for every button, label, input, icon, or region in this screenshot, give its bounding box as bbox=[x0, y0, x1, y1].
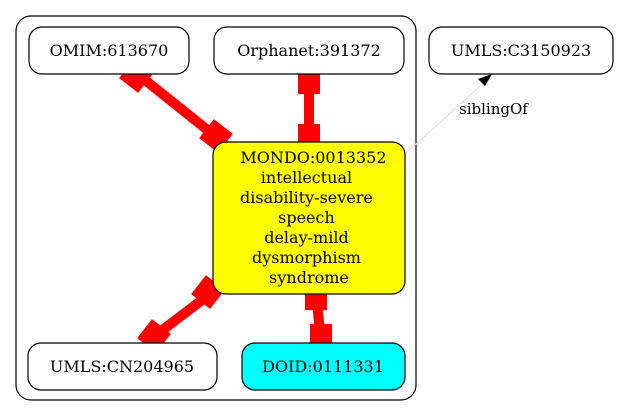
mondo-line-5: delay-mild bbox=[264, 228, 348, 247]
mondo-line-7: syndrome bbox=[269, 268, 349, 287]
node-omim[interactable]: OMIM:613670 bbox=[28, 26, 190, 75]
node-mondo-label: MONDO:0013352 intellectual disability-se… bbox=[240, 148, 392, 287]
node-mondo[interactable]: MONDO:0013352 intellectual disability-se… bbox=[212, 141, 406, 295]
edge-orphanet-mondo bbox=[298, 68, 320, 150]
mondo-line-3: disability-severe bbox=[240, 188, 373, 207]
node-umls-cn204965-label: UMLS:CN204965 bbox=[50, 357, 194, 376]
edge-mondo-umls-cn204965 bbox=[137, 275, 225, 353]
node-umls-c3150923[interactable]: UMLS:C3150923 bbox=[428, 26, 614, 75]
node-umls-cn204965[interactable]: UMLS:CN204965 bbox=[27, 342, 218, 391]
sibling-of-edge: siblingOf bbox=[404, 74, 529, 155]
edge-mondo-doid bbox=[305, 286, 332, 348]
node-doid-label: DOID:0111331 bbox=[262, 357, 384, 376]
mondo-line-2: intellectual bbox=[261, 168, 352, 187]
mondo-line-4: speech bbox=[278, 208, 335, 227]
sibling-of-label: siblingOf bbox=[459, 100, 529, 118]
cluster-box bbox=[15, 15, 417, 401]
arrowhead-icon bbox=[478, 74, 492, 86]
node-doid[interactable]: DOID:0111331 bbox=[241, 342, 406, 391]
mondo-line-6: dysmorphism bbox=[252, 248, 361, 267]
node-orphanet[interactable]: Orphanet:391372 bbox=[213, 26, 405, 75]
node-orphanet-label: Orphanet:391372 bbox=[237, 41, 381, 60]
node-umls-c3150923-label: UMLS:C3150923 bbox=[451, 41, 591, 60]
node-omim-label: OMIM:613670 bbox=[50, 41, 169, 60]
mondo-line-id: MONDO:0013352 bbox=[240, 148, 386, 167]
